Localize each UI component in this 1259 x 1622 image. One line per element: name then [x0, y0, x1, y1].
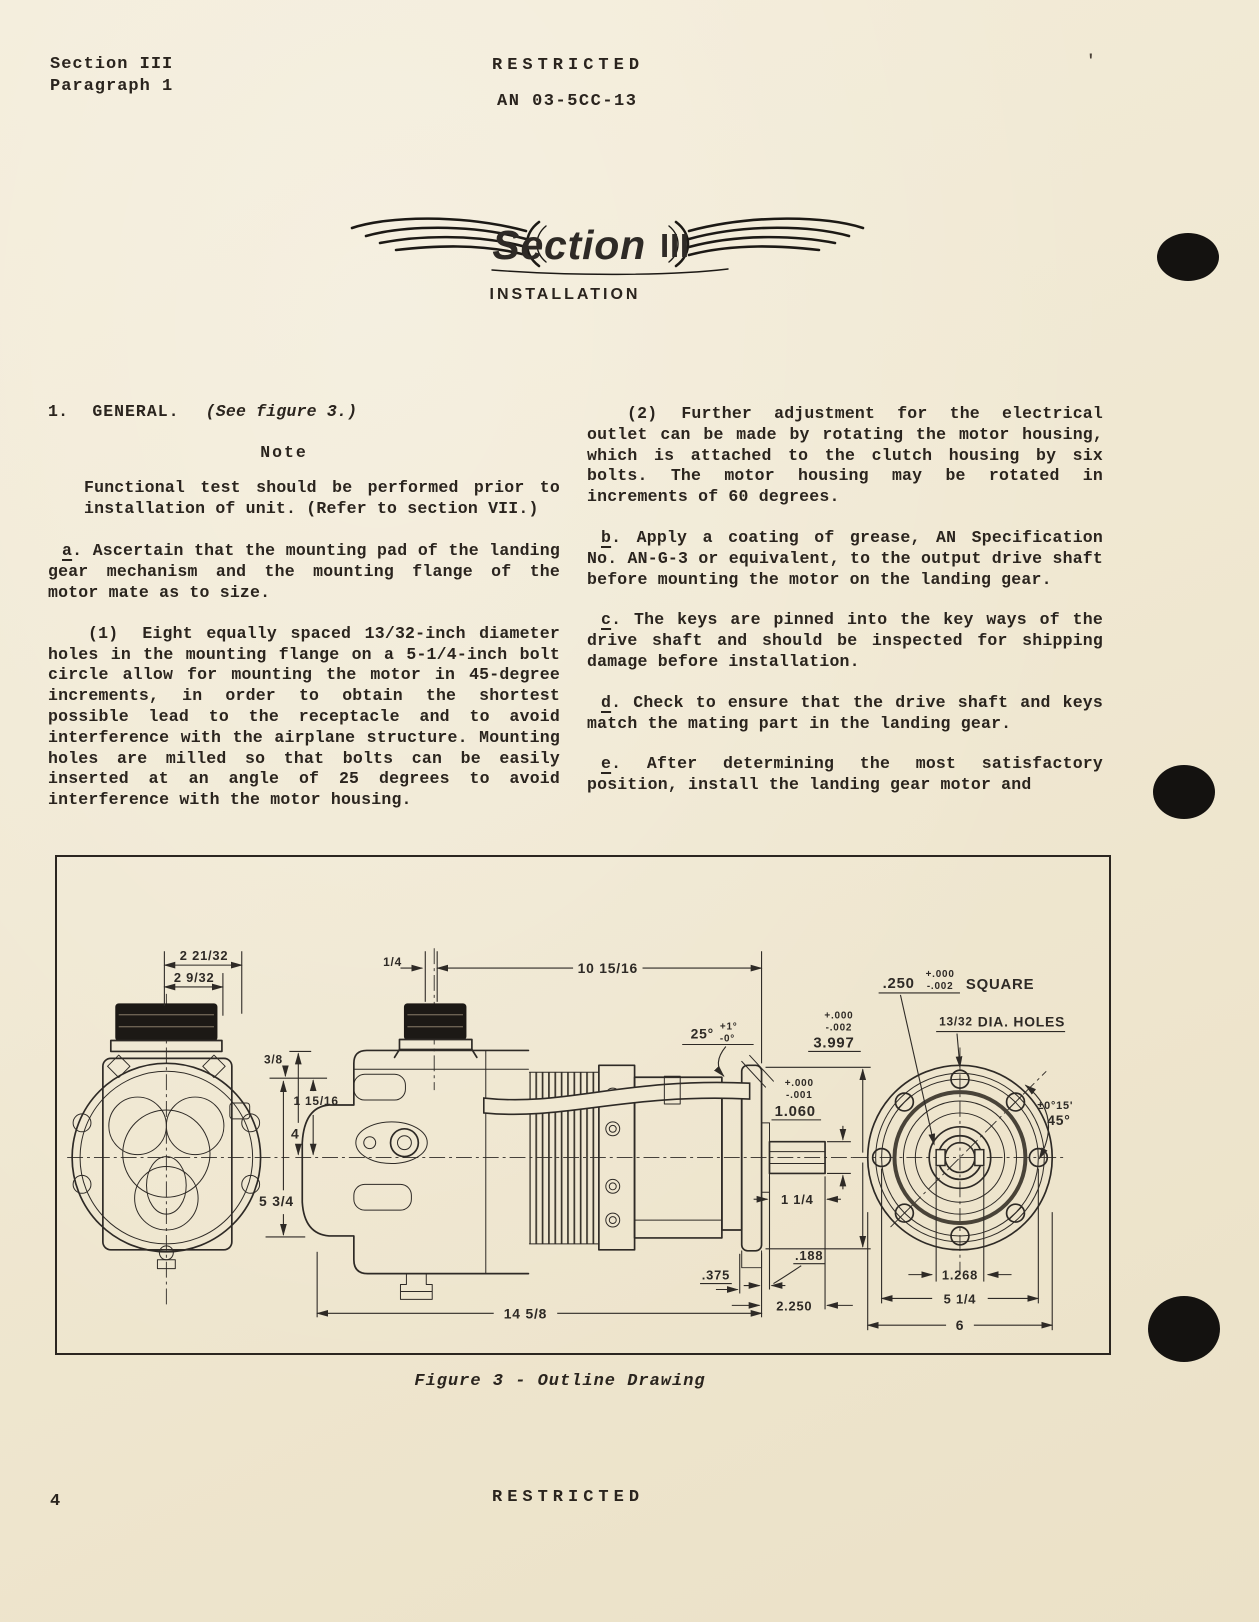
dim-6: 6	[956, 1317, 965, 1333]
slotted-holes	[894, 1092, 1026, 1223]
dim-1-15-16: 1 15/16	[294, 1094, 339, 1108]
note-label: Note	[260, 442, 308, 462]
dim-375: .375	[702, 1268, 730, 1283]
general-heading: 1. GENERAL. (See figure 3.)	[48, 402, 560, 423]
dim-4: 4	[291, 1126, 300, 1142]
heading-number: 1.	[48, 402, 69, 421]
dim-2-21-32: 2 21/32	[180, 948, 229, 963]
paragraph-b-letter: b	[601, 527, 612, 547]
page-number: 4	[50, 1492, 61, 1511]
conduit-tube	[483, 1081, 751, 1116]
banner-numeral: III	[660, 227, 690, 264]
punch-hole-middle	[1153, 765, 1215, 819]
heading-figure-ref: (See figure 3.)	[205, 402, 358, 421]
heading-title: GENERAL.	[92, 402, 180, 421]
paragraph-a-text: . Ascertain that the mounting pad of the…	[48, 541, 560, 602]
figure-end-view: .250 +.000 -.002 SQUARE 13/32 DIA. HOLES…	[852, 969, 1073, 1333]
paragraph-2-label: (2)	[627, 404, 658, 423]
figure-3-frame: 2 21/32 2 9/32	[55, 855, 1111, 1355]
dim-188: .188	[795, 1248, 823, 1263]
paragraph-c-text: . The keys are pinned into the key ways …	[587, 610, 1103, 671]
paragraph-b: b. Apply a coating of grease, AN Specifi…	[587, 528, 1103, 590]
dim-10-15-16: 10 15/16	[578, 960, 638, 976]
dim-250-plus: +.000	[926, 969, 955, 980]
dim-3997-plus: +.000	[824, 1011, 853, 1022]
wing-right-icon	[667, 217, 865, 268]
dim-25deg-plus: +1°	[720, 1022, 738, 1033]
dim-1-4: 1/4	[383, 955, 402, 969]
dim-25deg: 25°	[691, 1026, 714, 1042]
footer-restricted: RESTRICTED	[492, 1488, 645, 1507]
paragraph-a-letter: a	[62, 541, 73, 561]
figure-side-view: 1/4 10 15/16 25° +1° -0° +.000 -.002 3.9…	[259, 948, 871, 1321]
paragraph-d-letter: d	[601, 692, 612, 712]
connector-cap-side	[403, 1003, 467, 1041]
header-section-line: Section III	[50, 55, 174, 74]
dim-1060-minus: -.001	[786, 1090, 813, 1101]
note-paragraph: Functional test should be performed prio…	[84, 477, 560, 518]
dim-1060: 1.060	[775, 1104, 816, 1120]
punch-hole-top	[1157, 233, 1219, 281]
left-column: 1. GENERAL. (See figure 3.) Note Functio…	[48, 402, 560, 811]
paragraph-b-text: . Apply a coating of grease, AN Specific…	[587, 527, 1103, 589]
dim-14-5-8: 14 5/8	[504, 1305, 547, 1321]
dim-5-1-4: 5 1/4	[944, 1291, 977, 1306]
paragraph-1: (1)Eight equally spaced 13/32-inch diame…	[48, 624, 560, 811]
dim-3997: 3.997	[813, 1035, 854, 1051]
paragraph-2: (2)Further adjustment for the electrical…	[587, 404, 1103, 508]
outline-drawing: 2 21/32 2 9/32	[67, 948, 1073, 1333]
dim-2250: 2.250	[776, 1298, 812, 1313]
header-section: Section III Paragraph 1	[50, 54, 173, 98]
punch-hole-bottom	[1148, 1296, 1220, 1362]
dim-250-minus: -.002	[927, 981, 954, 992]
scan-speck: '	[1086, 52, 1096, 70]
header-paragraph-line: Paragraph 1	[50, 77, 174, 96]
dim-2-9-32: 2 9/32	[174, 970, 215, 985]
paragraph-1-label: (1)	[88, 623, 119, 643]
figure-left-view: 2 21/32 2 9/32	[67, 948, 290, 1306]
dim-250-square: .250	[883, 976, 915, 992]
paragraph-e-letter: e	[601, 754, 612, 774]
paragraph-c: c. The keys are pinned into the key ways…	[587, 610, 1103, 672]
right-column: (2)Further adjustment for the electrical…	[587, 404, 1103, 796]
paragraph-a: a. Ascertain that the mounting pad of th…	[48, 541, 560, 603]
header-restricted: RESTRICTED	[492, 56, 645, 75]
dim-dia-holes: DIA. HOLES	[978, 1014, 1065, 1030]
wing-left-icon	[350, 217, 547, 268]
banner-script-word: Section	[492, 222, 646, 268]
paragraph-d-text: . Check to ensure that the drive shaft a…	[587, 692, 1103, 733]
connector-cap	[115, 1003, 218, 1042]
dim-13-32: 13/32	[939, 1015, 973, 1029]
paragraph-e-text: . After determining the most satisfactor…	[587, 754, 1103, 795]
paragraph-e: e. After determining the most satisfacto…	[587, 754, 1103, 796]
paragraph-1-text: Eight equally spaced 13/32-inch diameter…	[48, 623, 560, 810]
dim-1268: 1.268	[942, 1268, 978, 1283]
dim-45-tol: ±0°15'	[1037, 1100, 1073, 1112]
dim-25deg-minus: -0°	[720, 1034, 735, 1045]
dim-1-1-4: 1 1/4	[781, 1192, 814, 1207]
paragraph-2-text: Further adjustment for the electrical ou…	[587, 404, 1103, 507]
banner-title: INSTALLATION	[489, 286, 641, 303]
dim-5-3-4: 5 3/4	[259, 1193, 294, 1209]
dim-3997-minus: -.002	[826, 1023, 853, 1034]
header-doc-number: AN 03-5CC-13	[497, 92, 638, 111]
banner-underline	[491, 268, 729, 276]
dim-square-word: SQUARE	[966, 977, 1034, 993]
paragraph-d: d. Check to ensure that the drive shaft …	[587, 693, 1103, 735]
figure-caption: Figure 3 - Outline Drawing	[414, 1372, 706, 1391]
paragraph-c-letter: c	[601, 610, 612, 630]
dim-45: 45°	[1047, 1112, 1070, 1128]
dim-3-8: 3/8	[264, 1052, 283, 1066]
dim-1060-plus: +.000	[785, 1078, 814, 1089]
section-banner: Section III	[350, 217, 865, 276]
